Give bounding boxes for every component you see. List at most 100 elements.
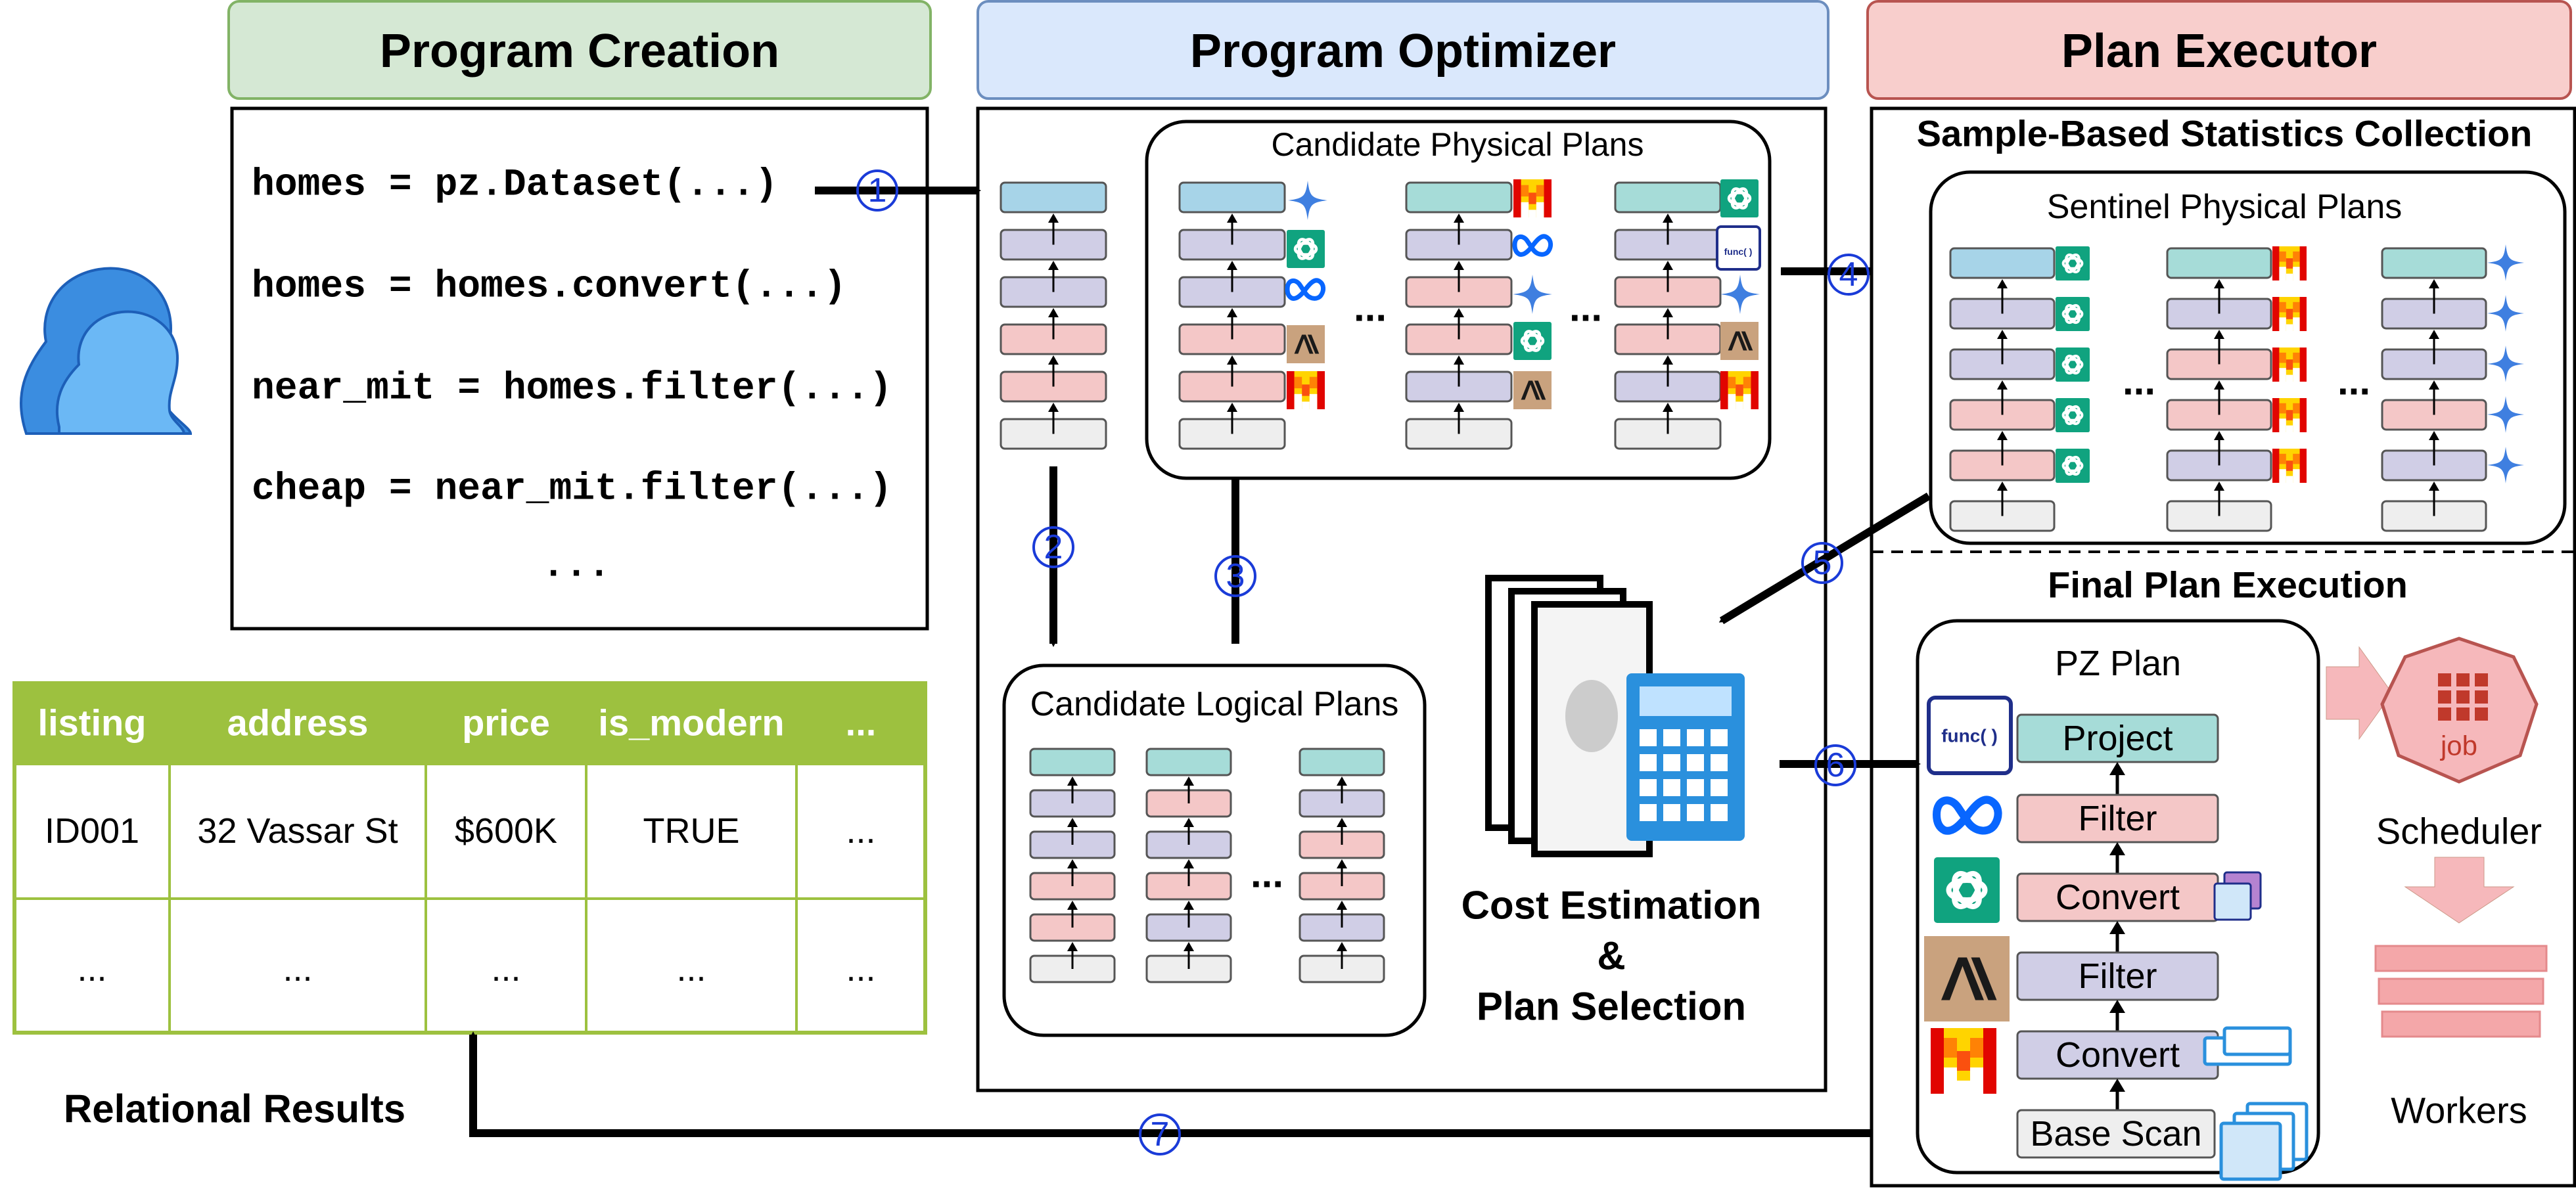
logical-plan-b-edge-arrow bbox=[1184, 818, 1194, 827]
table-header-cell: listing bbox=[38, 702, 147, 744]
input-plan-edge-arrow bbox=[1048, 261, 1059, 270]
sentinel-plan-c-edge-arrow bbox=[2429, 431, 2439, 440]
sample-stats-label: Sample-Based Statistics Collection bbox=[1917, 113, 2533, 154]
step-7-badge-circle bbox=[1139, 1113, 1181, 1155]
logical-plan-b-op bbox=[1145, 748, 1232, 776]
step-2-badge: 2 bbox=[1044, 528, 1063, 566]
sentinel-plan-c-edge-arrow bbox=[2429, 380, 2439, 390]
calculator-key bbox=[1640, 804, 1657, 821]
pz-plan-op bbox=[2016, 713, 2219, 763]
table-cell: ... bbox=[846, 811, 875, 851]
openai-icon bbox=[2056, 449, 2090, 483]
input-plan-edge-arrow bbox=[1048, 308, 1059, 317]
table-cell: ... bbox=[283, 949, 312, 989]
logical-plan-c-edge-arrow bbox=[1337, 818, 1347, 827]
table-header-cell: ... bbox=[846, 702, 877, 744]
step-5-badge-circle bbox=[1801, 542, 1843, 584]
sentinel-ellipsis-a: ... bbox=[2123, 359, 2155, 403]
pz-plan-edge-arrow bbox=[2109, 1079, 2125, 1092]
physical-plan-c-op bbox=[1614, 181, 1722, 213]
code-line: near_mit = homes.filter(...) bbox=[252, 368, 892, 411]
pz-plan-edge-arrow bbox=[2109, 921, 2125, 934]
bill-ornament bbox=[1565, 680, 1618, 752]
physical-plans-ellipsis-b: ... bbox=[1569, 286, 1602, 330]
mistral-icon bbox=[1720, 371, 1759, 409]
code-box bbox=[230, 106, 929, 631]
openai-icon bbox=[1513, 322, 1552, 360]
physical-plan-b-op bbox=[1405, 181, 1513, 213]
physical-plans-ellipsis-a: ... bbox=[1354, 286, 1387, 330]
table-header-row bbox=[14, 683, 925, 765]
physical-plan-c-edge-arrow bbox=[1663, 308, 1673, 317]
calculator-key bbox=[1687, 779, 1704, 796]
openai-icon bbox=[1934, 857, 2000, 923]
code-line: ... bbox=[542, 545, 610, 588]
logical-plan-b-edge-arrow bbox=[1184, 901, 1194, 910]
pz-plan-edge-arrow bbox=[2109, 1000, 2125, 1013]
calculator-key bbox=[1711, 804, 1728, 821]
physical-plan-b-edge-arrow bbox=[1454, 261, 1464, 270]
sentinel-plan-c-op bbox=[2381, 247, 2487, 279]
sentinel-plan-a-edge-arrow bbox=[1997, 279, 2008, 288]
images-stack-icon bbox=[2219, 1121, 2282, 1181]
anthropic-icon bbox=[1924, 936, 2010, 1021]
header-program-optimizer bbox=[977, 0, 1829, 100]
final-plan-execution-label: Final Plan Execution bbox=[2048, 564, 2408, 606]
table-cell: ... bbox=[77, 949, 106, 989]
func-icon-large bbox=[1927, 696, 2013, 775]
pz-plan-op-label: Project bbox=[2062, 719, 2173, 758]
step-4-badge-circle bbox=[1828, 254, 1870, 296]
logical-plan-a-edge-arrow bbox=[1067, 776, 1078, 786]
calculator-key bbox=[1640, 729, 1657, 746]
calculator-key bbox=[1711, 729, 1728, 746]
pz-plan-op-label: Filter bbox=[2079, 956, 2157, 996]
mistral-icon bbox=[2272, 398, 2307, 432]
pz-plan-edge-arrow bbox=[2109, 762, 2125, 775]
step-3-badge: 3 bbox=[1226, 557, 1245, 595]
mistral-icon bbox=[1287, 371, 1325, 409]
anthropic-icon bbox=[1513, 371, 1552, 409]
calculator-key bbox=[1663, 779, 1680, 796]
pz-plan-title: PZ Plan bbox=[2055, 644, 2181, 683]
step-3-badge-circle bbox=[1214, 555, 1256, 597]
step-6-badge-circle bbox=[1814, 744, 1856, 786]
table-cell: ... bbox=[676, 949, 706, 989]
table-header-cell: price bbox=[462, 702, 550, 744]
openai-icon bbox=[2056, 398, 2090, 432]
physical-plan-c-edge-arrow bbox=[1663, 261, 1673, 270]
logical-plan-b-edge-arrow bbox=[1184, 942, 1194, 951]
step-4-badge: 4 bbox=[1839, 256, 1858, 294]
logical-plans-ellipsis: ... bbox=[1251, 852, 1283, 896]
sentinel-plan-c-edge-arrow bbox=[2429, 279, 2439, 288]
logical-plan-a-edge-arrow bbox=[1067, 859, 1078, 868]
logo-head-front bbox=[55, 310, 186, 435]
code-line: homes = homes.convert(...) bbox=[252, 266, 846, 309]
job-icon-cell bbox=[2438, 707, 2451, 721]
sentinel-plan-b-edge-arrow bbox=[2214, 431, 2224, 440]
physical-plan-b-edge-arrow bbox=[1454, 403, 1464, 412]
workers-icon-layer bbox=[2374, 945, 2548, 972]
calculator-key bbox=[1663, 754, 1680, 771]
pz-plan-edge-arrow bbox=[2109, 842, 2125, 855]
job-icon-cell bbox=[2438, 690, 2451, 704]
arrow-to-workers bbox=[2404, 857, 2515, 924]
job-icon-cell bbox=[2456, 673, 2470, 686]
header-program-creation bbox=[227, 0, 932, 100]
header-plan-executor-label: Plan Executor bbox=[2061, 25, 2377, 78]
logical-plan-c-edge-arrow bbox=[1337, 901, 1347, 910]
table-cell: ... bbox=[491, 949, 520, 989]
table-cell: TRUE bbox=[643, 811, 740, 851]
calculator-key bbox=[1711, 754, 1728, 771]
logical-plan-c-edge-arrow bbox=[1337, 776, 1347, 786]
pz-plan-op bbox=[2016, 794, 2219, 843]
logical-plan-a-op bbox=[1029, 748, 1116, 776]
code-line: homes = pz.Dataset(...) bbox=[252, 164, 778, 207]
openai-icon bbox=[1287, 230, 1325, 268]
table-cell: ID001 bbox=[45, 811, 139, 851]
input-plan-edge-arrow bbox=[1048, 213, 1059, 223]
calculator-key bbox=[1663, 804, 1680, 821]
anthropic-icon bbox=[1287, 325, 1325, 363]
logical-plan-a-edge-arrow bbox=[1067, 901, 1078, 910]
